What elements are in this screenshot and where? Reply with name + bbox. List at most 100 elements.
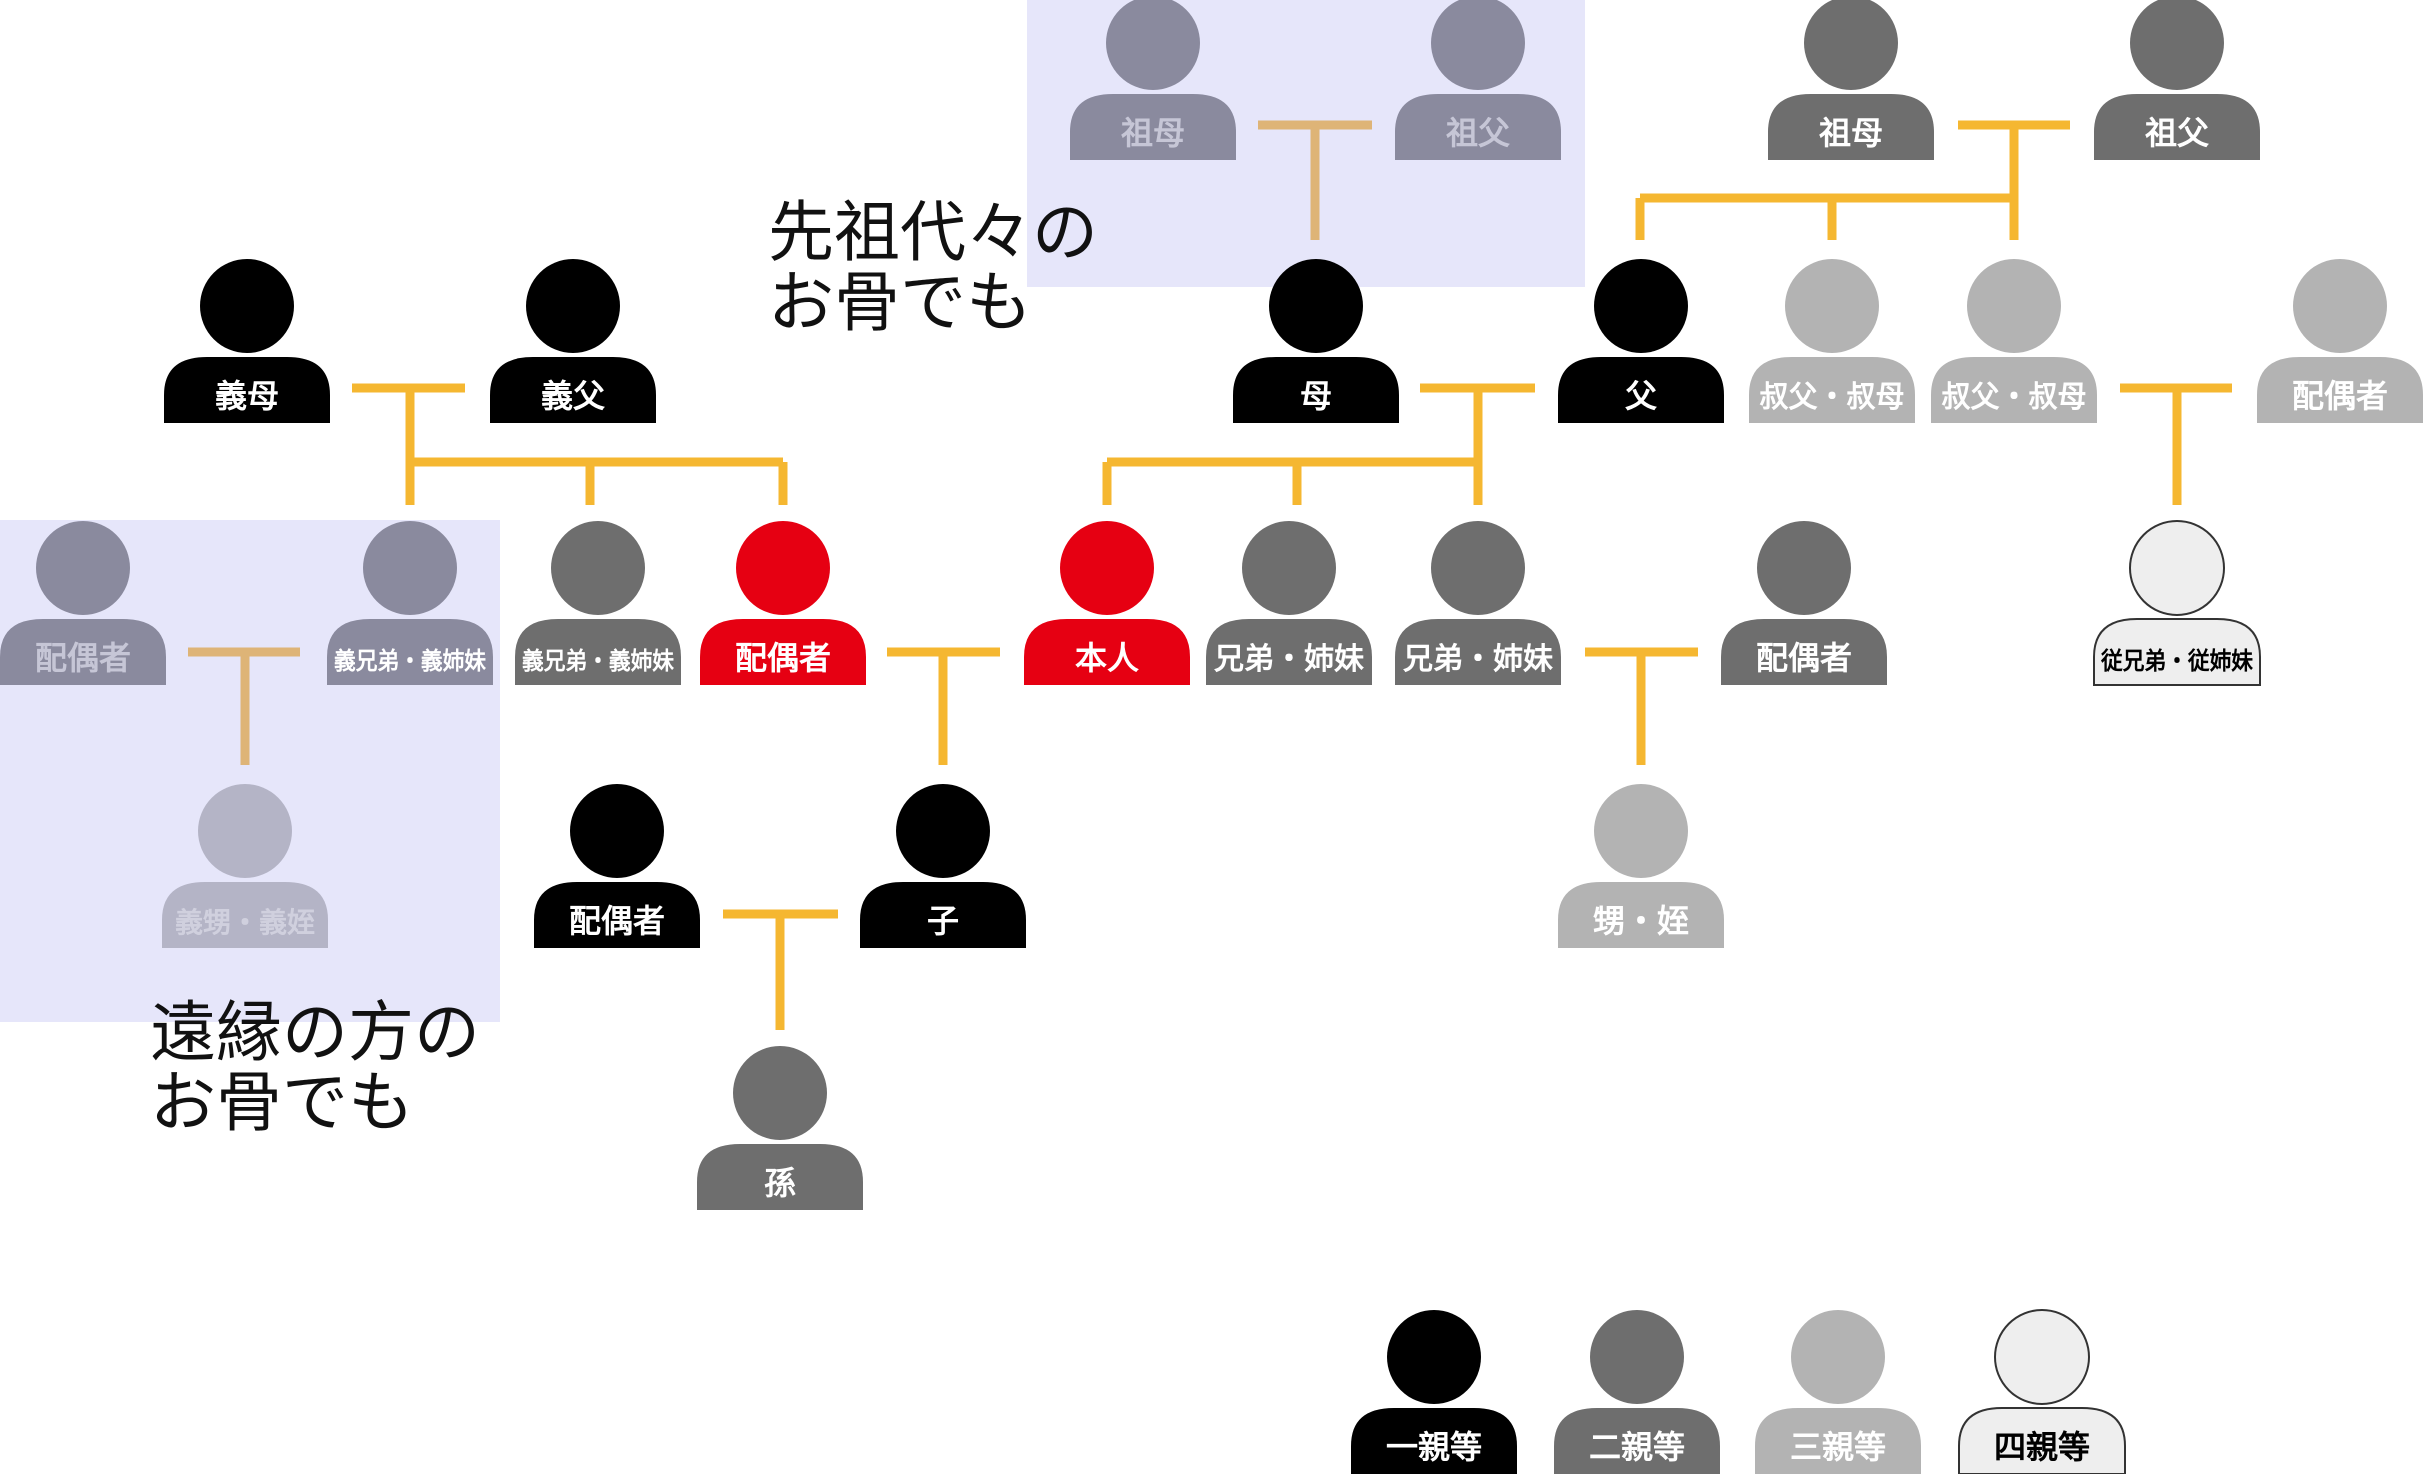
person-sibling-in-law-1: 義兄弟・義姉妹 [327,521,493,685]
person-label: 兄弟・姉妹 [1403,642,1553,677]
person-sibling-in-law-spouse: 配偶者 [0,521,166,685]
person-label: 祖父 [2145,114,2209,152]
person-label: 配偶者 [569,902,665,940]
person-label: 従兄弟・従姉妹 [2100,647,2253,675]
person-body-icon [1755,1408,1921,1474]
person-label: 義母 [215,377,279,415]
person-head-icon [1994,1309,2090,1405]
person-label: 甥・姪 [1593,902,1689,940]
person-label: 三親等 [1790,1428,1886,1466]
person-label: 二親等 [1589,1428,1685,1466]
person-head-icon [1269,259,1363,353]
person-label: 配偶者 [735,639,831,677]
person-head-icon [736,521,830,615]
person-head-icon [1590,1310,1684,1404]
person-body-icon [1233,357,1399,423]
person-nephew-niece: 甥・姪 [1558,784,1724,948]
person-body-icon [1351,1408,1517,1474]
person-sibling-spouse: 配偶者 [1721,521,1887,685]
person-sibling-in-law-2: 義兄弟・義姉妹 [515,521,681,685]
person-body-icon [164,357,330,423]
person-body-icon [1206,619,1372,685]
ancestors-caption-line-1: 先祖代々の [768,194,1098,271]
person-label: 孫 [764,1164,796,1202]
person-child-spouse: 配偶者 [534,784,700,948]
person-head-icon [896,784,990,878]
person-head-icon [1594,784,1688,878]
person-label: 父 [1625,377,1657,415]
person-label: 義兄弟・義姉妹 [522,647,674,675]
person-self: 本人 [1024,521,1190,685]
person-body-icon [1395,94,1561,160]
person-pat-grandfather: 祖父 [1395,0,1561,160]
legend-item-second: 二親等 [1554,1310,1720,1474]
person-body-icon [1024,619,1190,685]
person-body-icon [2257,357,2423,423]
person-label: 叔父・叔母 [1760,380,1905,415]
person-label: 義兄弟・義姉妹 [334,647,486,675]
person-spouse: 配偶者 [700,521,866,685]
person-body-icon [0,619,166,685]
person-cousin: 従兄弟・従姉妹 [2093,520,2261,686]
person-label: 祖父 [1446,114,1510,152]
person-label: 四親等 [1994,1428,2090,1466]
person-head-icon [1060,521,1154,615]
person-label: 母 [1300,377,1332,415]
person-head-icon [36,521,130,615]
person-label: 叔父・叔母 [1942,380,2087,415]
person-body-icon [327,619,493,685]
person-label: 一親等 [1386,1428,1482,1466]
person-head-icon [1967,259,2061,353]
person-label: 子 [927,902,959,940]
person-head-icon [526,259,620,353]
person-uncle-aunt-2: 叔父・叔母 [1931,259,2097,423]
person-head-icon [570,784,664,878]
person-mat-grandfather: 祖父 [2094,0,2260,160]
legend-item-first: 一親等 [1351,1310,1517,1474]
person-child: 子 [860,784,1026,948]
person-head-icon [1106,0,1200,90]
person-label: 祖母 [1121,114,1185,152]
person-body-icon [1558,357,1724,423]
person-uncle-aunt-1: 叔父・叔母 [1749,259,1915,423]
person-label: 兄弟・姉妹 [1214,642,1364,677]
person-sibling-1: 兄弟・姉妹 [1206,521,1372,685]
person-grandchild: 孫 [697,1046,863,1210]
distant-caption: 遠縁の方の お骨でも [150,998,480,1138]
person-body-icon [1558,882,1724,948]
person-head-icon [363,521,457,615]
person-label: 祖母 [1819,114,1883,152]
person-head-icon [1387,1310,1481,1404]
person-mother: 母 [1233,259,1399,423]
person-head-icon [1804,0,1898,90]
person-nephew-in-law: 義甥・義姪 [162,784,328,948]
person-body-icon [1395,619,1561,685]
person-body-icon [1958,1407,2126,1474]
person-head-icon [2129,520,2225,616]
person-body-icon [1931,357,2097,423]
legend-item-third: 三親等 [1755,1310,1921,1474]
person-body-icon [1070,94,1236,160]
person-head-icon [200,259,294,353]
person-head-icon [1242,521,1336,615]
person-body-icon [1554,1408,1720,1474]
person-mother-in-law: 義母 [164,259,330,423]
person-sibling-2: 兄弟・姉妹 [1395,521,1561,685]
person-body-icon [1768,94,1934,160]
person-head-icon [198,784,292,878]
person-father: 父 [1558,259,1724,423]
ancestors-caption-line-2: お骨でも [768,264,1032,341]
distant-caption-line-2: お骨でも [150,1064,414,1141]
person-label: 義甥・義姪 [175,906,315,939]
person-uncle-aunt-spouse: 配偶者 [2257,259,2423,423]
person-head-icon [1431,0,1525,90]
person-head-icon [1785,259,1879,353]
person-head-icon [733,1046,827,1140]
ancestors-caption: 先祖代々の お骨でも [768,198,1098,338]
person-body-icon [700,619,866,685]
person-head-icon [2130,0,2224,90]
person-label: 配偶者 [35,639,131,677]
person-head-icon [551,521,645,615]
